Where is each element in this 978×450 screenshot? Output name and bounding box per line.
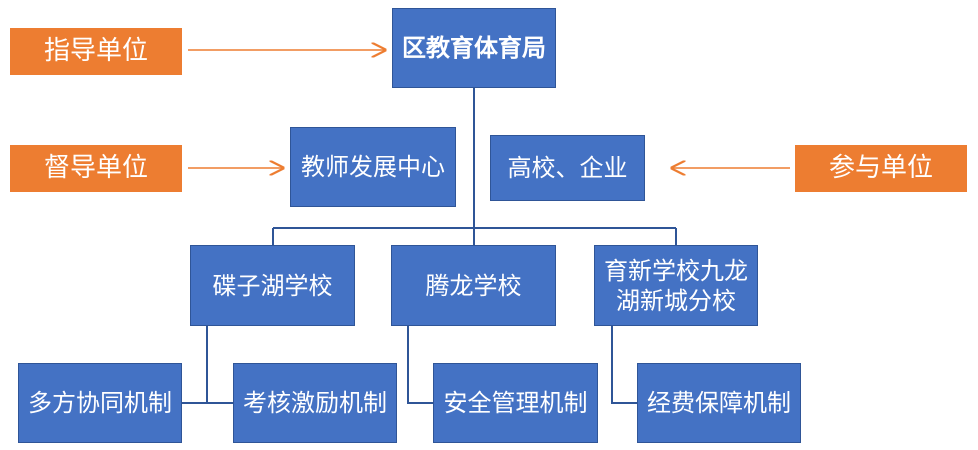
participate-label: 参与单位 [795,145,967,192]
mechanism-node-1: 多方协同机制 [18,363,182,443]
mechanism-node-2: 考核激励机制 [233,363,397,443]
mechanism-node-3: 安全管理机制 [433,363,598,443]
mechanism-node-4: 经费保障机制 [637,363,801,443]
universities-node: 高校、企业 [490,135,645,201]
top-node: 区教育体育局 [392,8,556,88]
guide-label: 指导单位 [10,28,182,75]
school-node-3: 育新学校九龙湖新城分校 [594,245,758,326]
supervise-label: 督导单位 [10,145,182,192]
branch-school-3 [611,326,637,404]
teacher-center-node: 教师发展中心 [290,127,456,207]
school-node-1: 碟子湖学校 [190,245,355,326]
school-node-2: 腾龙学校 [391,245,556,326]
branch-school-2 [407,326,433,404]
branch-school-1 [182,326,208,404]
